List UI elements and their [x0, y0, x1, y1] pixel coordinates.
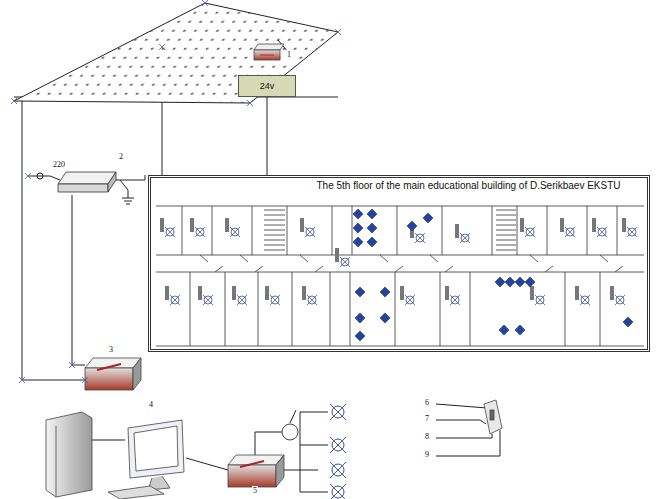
solar-panel [14, 3, 338, 103]
callout-number: 7 [424, 414, 430, 423]
wire-connector [267, 97, 268, 175]
callout-number: 220 [52, 160, 66, 169]
callout-number: 5 [252, 486, 258, 495]
callout-number: 2 [118, 152, 124, 161]
light-sensor [282, 424, 298, 440]
floor-plan [156, 206, 644, 346]
box-label: 24v [260, 81, 275, 92]
callout-number: 8 [424, 432, 430, 441]
callout-number: 9 [424, 450, 430, 459]
wall-switch [484, 400, 502, 434]
callout-number: 3 [108, 345, 114, 354]
callout-number: 4 [148, 400, 154, 409]
network-switch [85, 358, 141, 390]
plan-heading: The 5th floor of the main educational bu… [299, 180, 638, 192]
callout-number: 6 [424, 398, 430, 407]
floor-plan-frame: The 5th floor of the main educational bu… [148, 175, 650, 352]
computer [46, 412, 184, 499]
lamps [11, 0, 637, 499]
power-supply-box: 24v [238, 75, 296, 97]
lighting-switch [228, 455, 284, 487]
distribution-box [58, 172, 116, 192]
callout-number: 1 [286, 50, 292, 59]
